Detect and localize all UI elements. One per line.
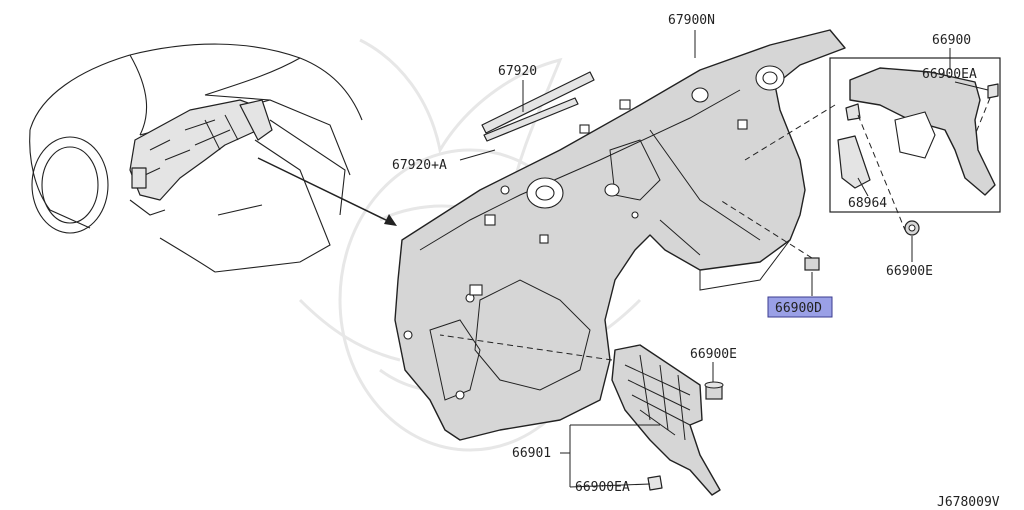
label-67920[interactable]: 67920	[498, 64, 537, 79]
label-67900N[interactable]: 67900N	[668, 13, 715, 28]
dash-insulator-panel	[394, 29, 846, 441]
selected-part-highlight	[767, 296, 833, 318]
label-66900D[interactable]: 66900D	[775, 301, 822, 316]
detail-frame	[744, 57, 1001, 231]
label-68964[interactable]: 68964	[848, 196, 887, 211]
diagram-code: J678009V	[937, 495, 1000, 510]
label-66900EA-top[interactable]: 66900EA	[922, 67, 977, 82]
label-66900[interactable]: 66900	[932, 33, 971, 48]
label-67920A[interactable]: 67920+A	[392, 158, 447, 173]
label-66900E-right[interactable]: 66900E	[886, 264, 933, 279]
dash-strip-67920	[481, 71, 595, 142]
lower-insulator-panel	[439, 334, 721, 496]
car-overview	[29, 43, 363, 273]
leader-lines	[459, 30, 989, 488]
clip-66900E-right	[904, 220, 920, 236]
label-66900E-mid[interactable]: 66900E	[690, 347, 737, 362]
clip-66900D	[719, 199, 820, 271]
label-66901[interactable]: 66901	[512, 446, 551, 461]
clip-66900E-mid	[704, 381, 724, 400]
direction-arrow	[257, 157, 397, 226]
label-66900EA-bottom[interactable]: 66900EA	[575, 480, 630, 495]
